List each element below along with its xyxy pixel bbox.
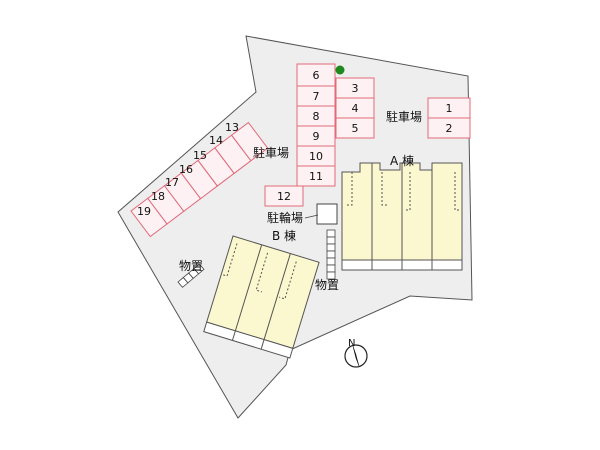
parking-column-3-5 [335,77,375,139]
parking-space-14: 14 [209,134,223,147]
parking-space-1: 1 [446,102,453,115]
parking-space-13: 13 [225,121,239,134]
storage-label-center: 物置 [315,278,340,292]
storage-center-strip [326,229,336,280]
parking-label-right: 駐車場 [386,110,423,124]
parking-space-15: 15 [193,149,207,162]
parking-space-4: 4 [352,102,359,115]
building-b-label: B 棟 [272,229,297,243]
bicycle-parking-label: 駐輪場 [267,211,304,225]
parking-diagonal-13-19 [130,121,269,238]
building-b [203,235,320,359]
tree-marker [335,65,345,75]
storage-label-left: 物置 [179,259,204,273]
parking-space-17: 17 [165,176,179,189]
bicycle-leader-line [304,214,319,219]
parking-space-12-box [264,185,304,207]
parking-space-2: 2 [446,122,453,135]
parking-space-9: 9 [313,130,320,143]
parking-space-12: 12 [277,190,291,203]
parking-space-10: 10 [309,150,323,163]
parking-space-18: 18 [151,190,165,203]
compass-rose: N [344,338,368,368]
parking-space-8: 8 [313,110,320,123]
parking-label-left: 駐車場 [253,146,290,160]
parking-space-3: 3 [352,82,359,95]
parking-column-6-11 [296,63,336,187]
parking-space-7: 7 [313,90,320,103]
parking-column-1-2 [427,97,471,139]
parking-space-11: 11 [309,170,323,183]
parking-space-6: 6 [313,69,320,82]
compass-north-label: N [348,338,355,349]
parking-numbers: 6 7 8 9 10 11 3 4 5 1 2 12 13 14 15 16 1… [137,69,453,218]
parking-space-19: 19 [137,205,151,218]
storage-left-strip [177,263,205,288]
parking-space-5: 5 [352,122,359,135]
bicycle-shelter [316,203,338,225]
parking-space-16: 16 [179,163,193,176]
building-a [341,162,463,271]
building-a-label: A 棟 [390,154,415,168]
